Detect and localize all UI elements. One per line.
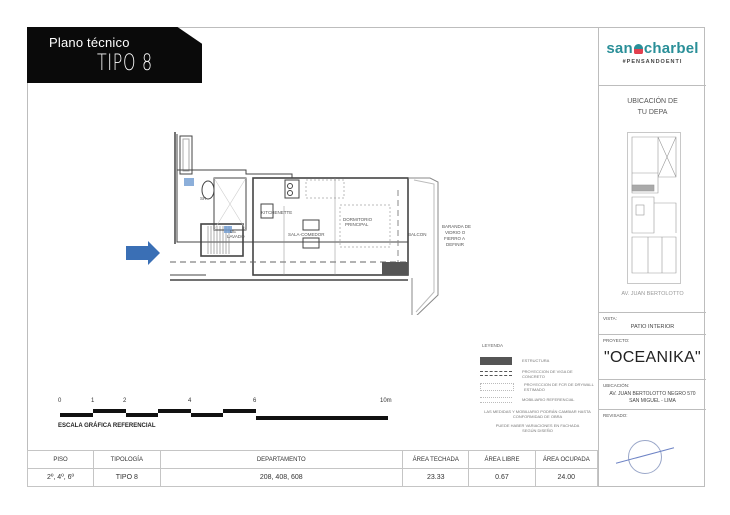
entry-arrow-icon bbox=[126, 241, 160, 265]
legend-note-2: PUEDE HABER VARIACIONES EN FACHADA SEGÚN… bbox=[495, 423, 580, 433]
title-banner: Plano técnico TIPO 8 bbox=[27, 27, 202, 83]
scale-bar bbox=[256, 416, 388, 420]
vista-value: PATIO INTERIOR bbox=[630, 324, 675, 330]
review-section: REVISADO: bbox=[599, 410, 706, 487]
furniture-swatch bbox=[480, 396, 512, 403]
scale-tick: 1 bbox=[91, 398, 95, 404]
legend-title: LEYENDA bbox=[482, 343, 504, 348]
scale-tick: 4 bbox=[188, 398, 192, 404]
scale-bar bbox=[93, 409, 126, 413]
brand-name-right: charbel bbox=[643, 40, 699, 57]
legend-item-structure: ESTRUCTURA bbox=[480, 355, 595, 366]
address-label: UBICACIÓN: bbox=[603, 383, 630, 388]
svg-text:BARANDA DE: BARANDA DE bbox=[442, 224, 471, 229]
brand-logo: san charbel #PENSANDOENTI bbox=[599, 27, 706, 86]
scale-tick: 0 bbox=[58, 398, 62, 404]
brand-name-left: san bbox=[606, 40, 633, 57]
svg-text:PRINCIPAL: PRINCIPAL bbox=[345, 222, 369, 227]
header-tipologia: TIPOLOGÍA bbox=[93, 450, 161, 469]
scale-bar bbox=[126, 413, 158, 417]
table-row: 2º, 4º, 6º TIPO 8 208, 408, 608 23.33 0.… bbox=[26, 468, 599, 487]
svg-text:SALA-COMEDOR: SALA-COMEDOR bbox=[288, 232, 325, 237]
cell-area-ocupada: 24.00 bbox=[534, 468, 599, 487]
header-area-libre: ÁREA LIBRE bbox=[468, 450, 536, 469]
legend-note-1: LAS MEDIDAS Y MOBILIARIO PODRÁN CAMBIAR … bbox=[484, 409, 591, 419]
svg-text:BALCON: BALCON bbox=[408, 232, 427, 237]
review-label: REVISADO: bbox=[603, 413, 628, 418]
cell-tipologia: TIPO 8 bbox=[93, 468, 161, 487]
site-key-plan bbox=[627, 132, 681, 284]
address-section: UBICACIÓN: AV. JUAN BERTOLOTTO NEGRO 570… bbox=[599, 380, 706, 410]
brand-tagline: #PENSANDOENTI bbox=[622, 59, 683, 65]
project-name: "OCEANIKA" bbox=[603, 349, 702, 366]
address-line-1: AV. JUAN BERTOLOTTO NEGRO 570 bbox=[609, 391, 696, 397]
street-label: AV. JUAN BERTOLOTTO bbox=[621, 291, 684, 297]
cell-area-libre: 0.67 bbox=[468, 468, 536, 487]
svg-text:SH: SH bbox=[200, 196, 206, 201]
cell-piso: 2º, 4º, 6º bbox=[26, 468, 95, 487]
sheet-frame bbox=[27, 27, 705, 487]
legend-item-beam: PROYECCION DE VIGA DE CONCRETO bbox=[480, 368, 595, 379]
graphic-scale: 0 1 2 4 6 10m ESCALA GRÁFICA REFERENCIAL bbox=[58, 398, 398, 433]
project-section: PROYECTO: "OCEANIKA" bbox=[599, 335, 706, 380]
svg-text:LAVADO: LAVADO bbox=[227, 234, 245, 239]
scale-tick: 6 bbox=[253, 398, 257, 404]
drywall-swatch bbox=[480, 382, 514, 391]
address-line-2: SAN MIGUEL - LIMA bbox=[629, 398, 676, 404]
cell-departamento: 208, 408, 608 bbox=[159, 468, 404, 487]
right-panel: san charbel #PENSANDOENTI UBICACIÓN DE TU… bbox=[598, 27, 706, 487]
unit-info-table: PISO TIPOLOGÍA DEPARTAMENTO ÁREA TECHADA… bbox=[26, 450, 599, 487]
header-departamento: DEPARTAMENTO bbox=[159, 450, 404, 469]
location-section: UBICACIÓN DE TU DEPA AV. JUAN BERTOLOTTO bbox=[599, 86, 706, 313]
header-area-techada: ÁREA TECHADA bbox=[402, 450, 470, 469]
brand-mark-icon bbox=[633, 44, 643, 54]
svg-text:VIDRIO O: VIDRIO O bbox=[445, 230, 466, 235]
svg-text:DORMITORIO: DORMITORIO bbox=[343, 217, 373, 222]
svg-text:KITCHENETTE: KITCHENETTE bbox=[261, 210, 292, 215]
vista-label: VISTA: bbox=[603, 316, 617, 321]
scale-tick: 10m bbox=[380, 398, 392, 404]
scale-bar bbox=[223, 409, 256, 413]
svg-text:DE: DE bbox=[230, 229, 236, 234]
svg-text:FIERRO A: FIERRO A bbox=[444, 236, 465, 241]
approval-stamp-icon bbox=[628, 440, 662, 474]
location-heading-1: UBICACIÓN DE bbox=[627, 98, 678, 105]
page-title: TIPO 8 bbox=[97, 51, 153, 76]
project-label: PROYECTO: bbox=[603, 338, 630, 343]
table-header-row: PISO TIPOLOGÍA DEPARTAMENTO ÁREA TECHADA… bbox=[26, 450, 599, 469]
title-subtitle: Plano técnico bbox=[49, 35, 130, 50]
scale-tick: 2 bbox=[123, 398, 127, 404]
scale-bar bbox=[158, 409, 191, 413]
location-heading-2: TU DEPA bbox=[637, 109, 668, 116]
legend-item-furniture: MOBILIARIO REFERENCIAL bbox=[480, 394, 595, 405]
header-area-ocupada: ÁREA OCUPADA bbox=[534, 450, 599, 469]
vista-section: VISTA: PATIO INTERIOR bbox=[599, 313, 706, 335]
header-piso: PISO bbox=[26, 450, 95, 469]
structure-swatch bbox=[480, 356, 512, 365]
beam-swatch bbox=[480, 371, 512, 376]
scale-bar bbox=[191, 413, 223, 417]
legend: LEYENDA ESTRUCTURA PROYECCION DE VIGA DE… bbox=[480, 343, 595, 433]
legend-item-drywall: PROYECCION DE FCR DE DRYWALL ESTIMADO bbox=[480, 381, 595, 392]
cell-area-techada: 23.33 bbox=[402, 468, 470, 487]
svg-text:DEFINIR: DEFINIR bbox=[446, 242, 465, 247]
scale-bar bbox=[60, 413, 93, 417]
scale-caption: ESCALA GRÁFICA REFERENCIAL bbox=[58, 423, 156, 429]
